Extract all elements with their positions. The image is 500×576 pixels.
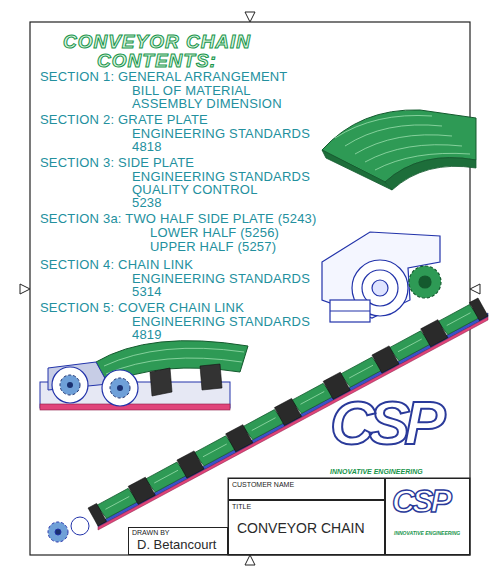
contents-line: 5314 xyxy=(132,285,162,299)
contents-line: ENGINEERING STANDARDS xyxy=(132,127,310,141)
contents-line: SECTION 2: GRATE PLATE xyxy=(40,113,208,127)
chain-assembly xyxy=(40,341,248,410)
contents-line: SECTION 1: GENERAL ARRANGEMENT xyxy=(40,70,288,84)
contents-line: LOWER HALF (5256) xyxy=(150,226,279,240)
belt-end-gears xyxy=(48,517,89,542)
title-cell: TITLE CONVEYOR CHAIN xyxy=(228,500,385,555)
logo-letters: CSP xyxy=(330,392,439,454)
logo-tagline: INNOVATIVE ENGINEERING xyxy=(330,468,423,475)
centre-marks xyxy=(20,12,480,565)
cell-value: D. Betancourt xyxy=(137,538,217,552)
drawn-by-cell: DRAWN BY D. Betancourt xyxy=(128,527,228,555)
title-block-frame xyxy=(228,478,470,555)
logo-cell: CSP INNOVATIVE ENGINEERING xyxy=(385,478,470,555)
customer-cell: CUSTOMER NAME xyxy=(228,478,385,500)
contents-line: SECTION 3: SIDE PLATE xyxy=(40,156,194,170)
conveyor-belt xyxy=(88,298,488,530)
contents-line: 5238 xyxy=(132,196,162,210)
contents-line: SECTION 3a: TWO HALF SIDE PLATE (5243) xyxy=(40,212,317,226)
cell-value: INNOVATIVE ENGINEERING xyxy=(394,531,460,536)
cell-heading: TITLE xyxy=(232,503,251,510)
contents-line: SECTION 5: COVER CHAIN LINK xyxy=(40,301,244,315)
contents-line: ASSEMBLY DIMENSION xyxy=(132,97,282,111)
grate-plate xyxy=(322,110,476,190)
contents-line: ENGINEERING STANDARDS xyxy=(132,315,310,329)
contents-line: QUALITY CONTROL xyxy=(132,183,258,197)
contents-line: BILL OF MATERIAL xyxy=(132,84,251,98)
sheet-title: CONVEYOR CHAIN CONTENTS: xyxy=(62,32,252,70)
contents-line: ENGINEERING STANDARDS xyxy=(132,272,310,286)
cell-heading: DRAWN BY xyxy=(132,529,169,536)
sheet-border xyxy=(30,22,470,555)
contents-line: 4819 xyxy=(132,328,162,342)
cell-heading: CSP xyxy=(392,485,449,517)
contents-line: UPPER HALF (5257) xyxy=(150,240,276,254)
contents-line: SECTION 4: CHAIN LINK xyxy=(40,258,193,272)
cell-value: CONVEYOR CHAIN xyxy=(237,521,365,536)
contents-line: 4818 xyxy=(132,140,162,154)
side-plate xyxy=(322,232,441,322)
contents-line: ENGINEERING STANDARDS xyxy=(132,170,310,184)
cell-heading: CUSTOMER NAME xyxy=(232,481,294,488)
